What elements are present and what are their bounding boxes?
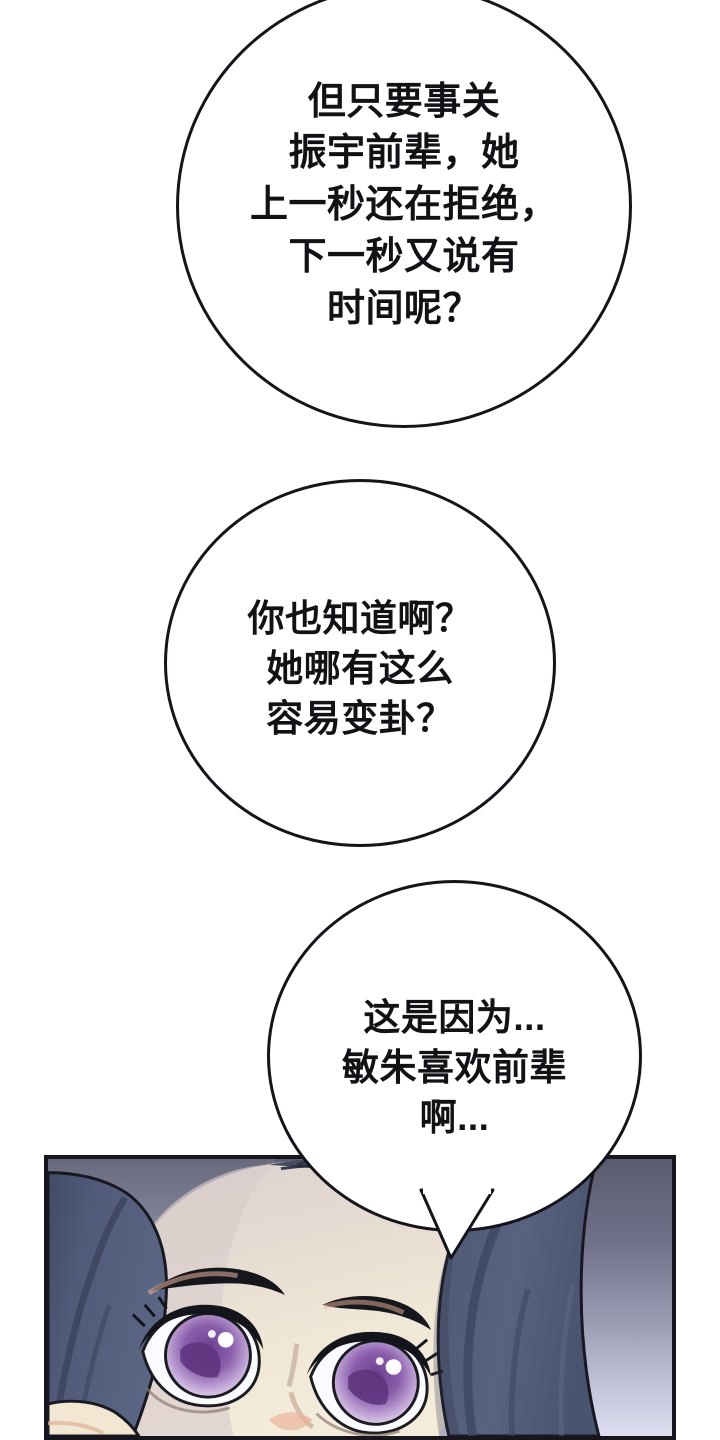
lower-lid-right bbox=[315, 1412, 400, 1436]
nose-bridge bbox=[286, 1343, 300, 1388]
hair-cast-shadow bbox=[433, 1219, 461, 1436]
eyebrow-left bbox=[150, 1267, 285, 1296]
eye-highlight-right-2 bbox=[375, 1357, 384, 1366]
lash-spikes-right bbox=[414, 1338, 444, 1377]
speech-bubble-1-text: 但只要事关 振宇前辈，她 上一秒还在拒绝， 下一秒又说有 时间呢？ bbox=[249, 80, 558, 330]
jaw-left bbox=[48, 1399, 141, 1436]
pupil-left bbox=[180, 1342, 221, 1378]
nose-line bbox=[288, 1391, 315, 1430]
hair-left-strand bbox=[50, 1196, 128, 1436]
speech-bubble-2[interactable]: 你也知道啊？ 她哪有这么 容易变卦？ bbox=[164, 479, 556, 847]
eye-highlight-left-2 bbox=[207, 1330, 216, 1338]
lash-right bbox=[306, 1331, 432, 1377]
jaw-blush bbox=[48, 1420, 105, 1435]
eye-left bbox=[131, 1296, 264, 1414]
eye-highlight-left-1 bbox=[217, 1332, 234, 1348]
hair-right-strand-2 bbox=[508, 1288, 531, 1436]
hair-right-highlight bbox=[558, 1282, 576, 1436]
speech-bubble-2-text: 你也知道啊？ 她哪有这么 容易变卦？ bbox=[247, 597, 473, 740]
speech-bubble-3[interactable]: 这是因为... 敏朱喜欢前辈 啊... bbox=[267, 880, 642, 1232]
pupil-right bbox=[348, 1369, 389, 1405]
brow-shadow-left bbox=[147, 1271, 239, 1296]
speech-bubble-1[interactable]: 但只要事关 振宇前辈，她 上一秒还在拒绝， 下一秒又说有 时间呢？ bbox=[176, 0, 632, 428]
speech-bubble-3-text: 这是因为... 敏朱喜欢前辈 啊... bbox=[342, 996, 567, 1139]
lash-spikes-left bbox=[131, 1296, 168, 1328]
eye-right bbox=[306, 1331, 444, 1436]
lower-lid-left bbox=[145, 1387, 231, 1414]
nose-tip bbox=[269, 1412, 313, 1431]
eye-highlight-right-1 bbox=[385, 1359, 402, 1375]
lash-left bbox=[138, 1304, 264, 1350]
brow-shadow-right bbox=[323, 1299, 405, 1315]
bubble-3-tail bbox=[419, 1188, 495, 1260]
